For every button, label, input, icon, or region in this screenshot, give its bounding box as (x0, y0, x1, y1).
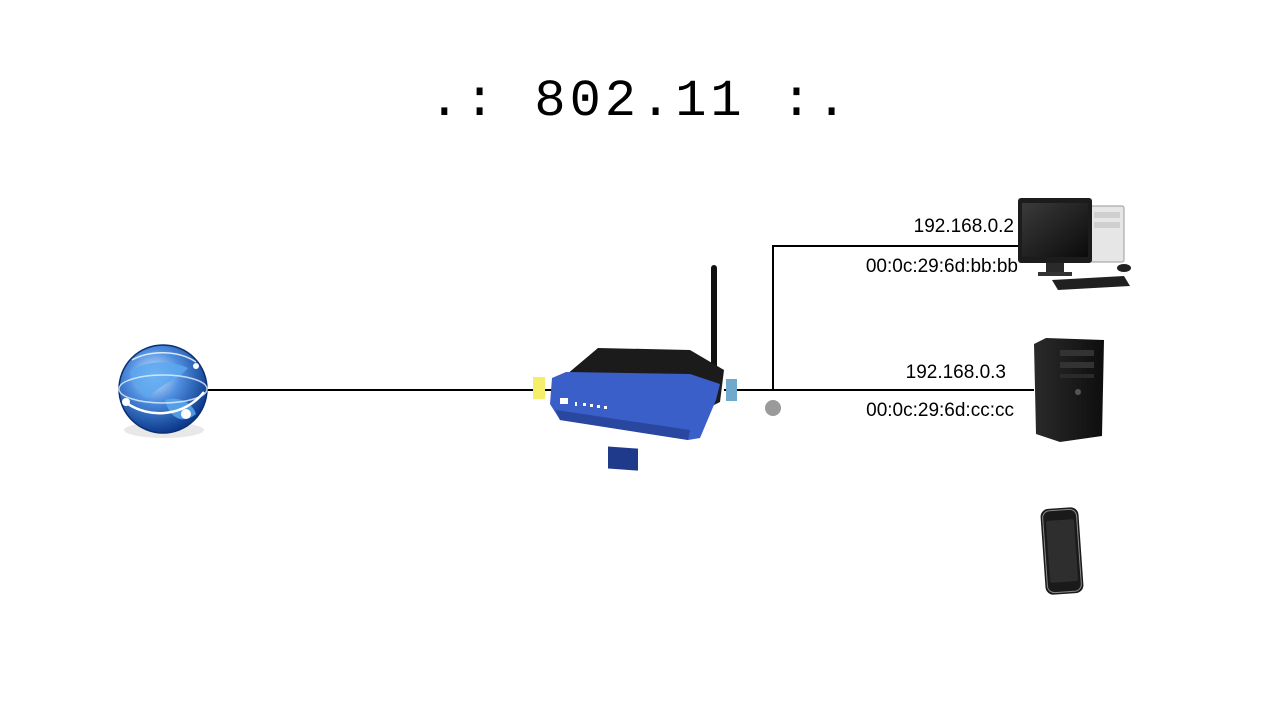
host1-mac-label: 00:0c:29:6d:bb:bb (865, 256, 1018, 277)
lan-port-marker (726, 379, 737, 401)
tower-computer-icon (1034, 338, 1104, 442)
smartphone-icon (1040, 507, 1084, 595)
host1-ip-label: 192.168.0.2 (913, 216, 1014, 237)
wireless-router-icon (550, 265, 724, 471)
globe-icon (118, 344, 208, 438)
network-node (765, 400, 781, 416)
host2-mac-label: 00:0c:29:6d:cc:cc (866, 400, 1014, 421)
host2-ip-label: 192.168.0.3 (905, 362, 1006, 383)
wan-port-marker (533, 377, 545, 399)
desktop-branch-link (772, 245, 1024, 390)
desktop-computer-icon (1018, 198, 1131, 290)
diagram-title: .: 802.11 :. (428, 72, 852, 131)
